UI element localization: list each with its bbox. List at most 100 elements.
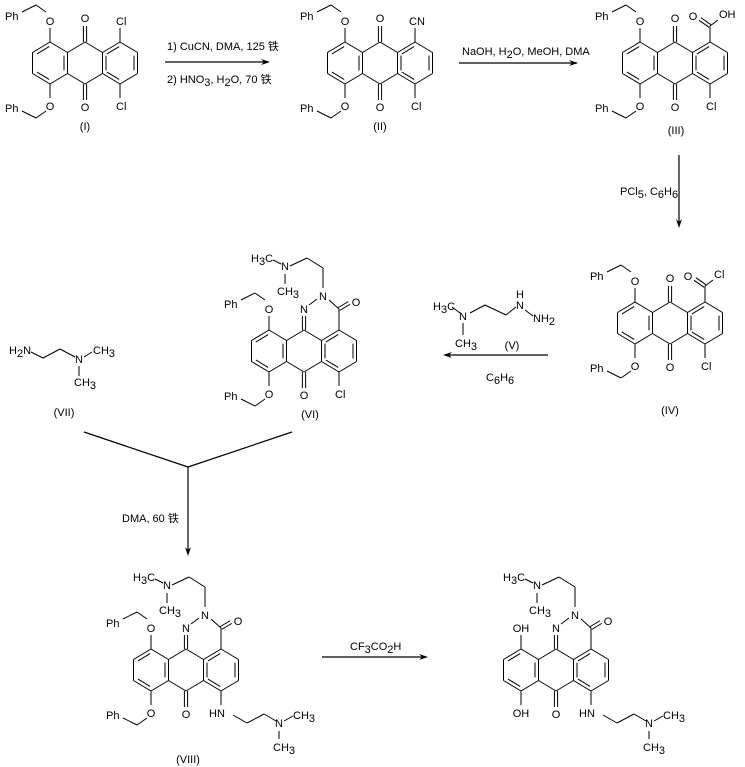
- text-part: CH: [643, 742, 659, 754]
- cmpd-IV-ch2-top: [620, 264, 632, 273]
- cmpd-IV-right-ring-double-bond: [687, 333, 706, 345]
- subscript: 3: [289, 745, 295, 757]
- cmpd-IV-center-bond: [652, 333, 671, 345]
- cmpd-I-left-ring-bond: [49, 73, 68, 85]
- cmpd-I-carbonyl-bottom-o: O: [81, 102, 90, 114]
- cmpd-VI-lactam-c-o: [339, 303, 351, 311]
- text-part: H: [133, 572, 141, 584]
- cmpd-V-n: N: [459, 311, 467, 323]
- cmpd-II-cn: CN: [409, 16, 425, 28]
- cmpd-IX-left-ring-bond: [520, 680, 539, 692]
- cmpd-IX-left-ring-double-bond: [503, 648, 522, 660]
- cmpd-IV-center-bond: [669, 333, 688, 345]
- cmpd-II-right-ring-double-bond-inner: [401, 46, 415, 55]
- cmpd-III-c-oh-bond: [709, 19, 719, 27]
- cmpd-V-n2: N: [516, 300, 524, 312]
- cmpd-VIII-hn: HN: [209, 708, 225, 720]
- cmpd-I-right-ring-double-bond-inner: [106, 46, 120, 55]
- cmpd-IX-center-bond: [538, 680, 557, 692]
- cmpd-VIII-right-ring-bond: [220, 648, 239, 660]
- cmpd-VIII-ch2-top: [136, 611, 148, 620]
- cmpd-IV-acyl-o: O: [684, 271, 693, 283]
- cmpd-IX-side-ch3-a: CH3: [663, 710, 685, 725]
- cmpd-IX-oh-bottom: OH: [513, 708, 530, 720]
- cmpd-II-label: (II): [373, 121, 386, 133]
- text-part: C: [265, 253, 273, 265]
- text-part: H: [433, 301, 441, 313]
- cmpd-I-label: (I): [80, 121, 90, 133]
- cmpd-IX-methyl-bond: [653, 715, 664, 722]
- cmpd-VI-right-ring-bond: [338, 329, 357, 341]
- merge-line-right: [187, 431, 293, 468]
- cmpd-VIII-right-ring-double-bond: [203, 648, 222, 660]
- subscript: 3: [175, 608, 181, 620]
- cmpd-VI-ch2-ph-top: [240, 292, 256, 301]
- cmpd-III-left-ring-double-bond-inner: [626, 71, 640, 80]
- cmpd-VI-center-bond: [286, 361, 305, 373]
- cmpd-I-ph-bottom: Ph: [5, 103, 18, 115]
- cmpd-III-right-ring-double-bond: [692, 41, 711, 53]
- cmpd-IX-center-bond: [555, 648, 574, 660]
- subscript: 3: [365, 644, 371, 656]
- cmpd-IX-ch3: CH3: [529, 605, 551, 620]
- cmpd-I-left-ring-double-bond-inner: [36, 46, 50, 55]
- cmpd-I-ether-o-bottom: O: [46, 101, 55, 113]
- cmpd-I-center-bond: [84, 73, 103, 85]
- cmpd-IX-n-n-bond: [560, 617, 570, 625]
- cmpd-III-ch2-ph-top: [611, 4, 627, 13]
- subscript: 6: [672, 189, 678, 201]
- subscript: 3: [441, 304, 447, 316]
- cmpd-VIII-chain-bond: [188, 576, 206, 588]
- text-part: CH: [529, 605, 545, 617]
- subscript: 2: [17, 348, 23, 360]
- cmpd-VIII-left-ring-double-bond-inner: [137, 653, 151, 662]
- cmpd-VI-ether-o-bottom: O: [265, 389, 274, 401]
- cmpd-IV-left-ring-double-bond: [617, 301, 636, 313]
- arrow-III-to-IV-head: [676, 219, 682, 228]
- cmpd-VIII-right-ring-double-bond-inner: [207, 653, 221, 662]
- cmpd-IV-ph-bottom: Ph: [590, 363, 603, 375]
- cmpd-VI-ether-o-top: O: [265, 304, 274, 316]
- text-part: 2) HNO: [167, 74, 205, 86]
- cmpd-I-ph-top: Ph: [5, 11, 18, 23]
- cmpd-IX-right-ring-bond: [590, 680, 609, 692]
- text-part: CF: [350, 641, 365, 653]
- text-part: C: [147, 572, 155, 584]
- cmpd-II-ether-o-top: O: [341, 16, 350, 28]
- subscript: 2: [224, 77, 230, 89]
- cmpd-IX-amine-n: N: [533, 580, 541, 592]
- subscript: 3: [545, 608, 551, 620]
- cmpd-VI-carbonyl-bottom-o: O: [300, 390, 309, 402]
- cmpd-IX-right-ring-double-bond-inner: [577, 653, 591, 662]
- cmpd-VIII-side-n: N: [275, 718, 283, 730]
- cmpd-II-cl: Cl: [411, 101, 421, 113]
- cmpd-IX-chain-bond: [616, 713, 635, 724]
- cmpd-II-right-ring-double-bond: [397, 73, 416, 85]
- cmpd-VIII-amine-n: N: [163, 580, 171, 592]
- cmpd-VI-right-ring-double-bond: [321, 361, 340, 373]
- cmpd-VI-ph-bottom: Ph: [224, 391, 237, 403]
- subscript: 2: [387, 644, 393, 656]
- cmpd-VIII-chain-bond: [263, 713, 277, 722]
- cmpd-II-carbonyl-top-o: O: [376, 13, 385, 25]
- cmpd-III-ch2-ph-bottom: [611, 110, 627, 119]
- cmpd-III-label: (III): [668, 125, 685, 137]
- subscript: 3: [90, 380, 96, 392]
- cmpd-II-left-ring-double-bond: [327, 73, 346, 85]
- conditions-I-to-II-line1: 1) CuCN, DMA, 125 铁: [167, 40, 279, 53]
- cmpd-IV-carbonyl-bottom-o: O: [666, 362, 675, 374]
- cmpd-VI-left-ring-double-bond: [251, 329, 270, 341]
- cmpd-IV-center-bond: [669, 301, 688, 313]
- text-part: CH: [159, 605, 175, 617]
- cmpd-III-ether-o-bottom: O: [636, 101, 645, 113]
- cmpd-VI-ph-top: Ph: [224, 299, 237, 311]
- cmpd-VIII-methyl-bond: [283, 715, 294, 722]
- cmpd-II-right-ring-bond: [414, 73, 433, 85]
- cmpd-II-left-ring-double-bond-inner: [331, 46, 345, 55]
- cmpd-VI-ch3: CH3: [277, 286, 299, 301]
- cmpd-VI-left-ring-bond: [268, 329, 287, 341]
- subscript: 3: [141, 575, 147, 587]
- cmpd-III-left-ring-double-bond: [622, 41, 641, 53]
- cmpd-VI-right-ring-double-bond-inner: [325, 334, 339, 343]
- cmpd-II-ph-bottom: Ph: [300, 103, 313, 115]
